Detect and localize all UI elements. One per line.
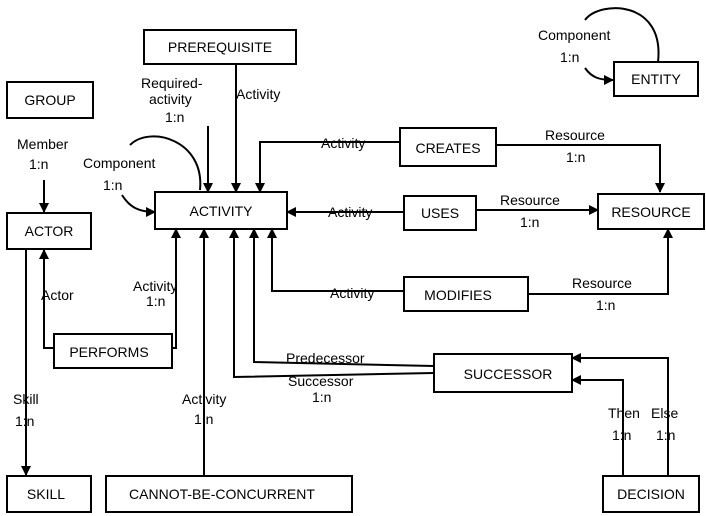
entity-decision-label: DECISION xyxy=(617,486,685,502)
entity-activity: ACTIVITY xyxy=(154,191,288,230)
label-prereq-required-card: 1:n xyxy=(165,109,184,125)
edge-activity-component-loop xyxy=(129,135,202,191)
label-group-member-card: 1:n xyxy=(29,156,48,172)
label-creates-resource: Resource xyxy=(545,127,605,143)
label-performs-actor: Actor xyxy=(41,287,74,303)
entity-performs-label: PERFORMS xyxy=(69,344,148,360)
label-cbc-activity: Activity xyxy=(182,391,226,407)
entity-performs: PERFORMS xyxy=(53,333,173,369)
entity-creates-label: CREATES xyxy=(415,140,480,156)
label-modifies-activity: Activity xyxy=(330,285,374,301)
label-actor-skill-card: 1:n xyxy=(15,413,34,429)
entity-entity: ENTITY xyxy=(613,61,699,97)
entity-entity-label: ENTITY xyxy=(631,71,681,87)
entity-modifies: MODIFIES xyxy=(403,276,529,312)
label-modifies-resource: Resource xyxy=(572,275,632,291)
entity-creates: CREATES xyxy=(399,127,497,167)
label-uses-activity: Activity xyxy=(328,204,372,220)
label-creates-activity: Activity xyxy=(321,135,365,151)
entity-resource: RESOURCE xyxy=(597,193,705,230)
entity-group-label: GROUP xyxy=(24,92,75,108)
label-performs-activity: Activity xyxy=(133,278,177,294)
entity-prerequisite-label: PREREQUISITE xyxy=(168,39,272,55)
label-uses-resource: Resource xyxy=(500,192,560,208)
entity-successor: SUCCESSOR xyxy=(433,353,573,393)
edge-decision-then xyxy=(571,375,624,475)
label-performs-activity-card: 1:n xyxy=(146,293,165,309)
entity-skill-label: SKILL xyxy=(27,486,65,502)
label-activity-component: Component xyxy=(83,155,155,171)
label-modifies-resource-card: 1:n xyxy=(596,297,615,313)
edge-performs-activity xyxy=(171,228,181,349)
entity-cannot-be-concurrent: CANNOT-BE-CONCURRENT xyxy=(105,475,353,513)
entity-actor-label: ACTOR xyxy=(25,223,74,239)
entity-actor: ACTOR xyxy=(6,212,92,250)
label-entity-component: Component xyxy=(538,27,610,43)
edge-decision-else xyxy=(571,353,669,475)
label-decision-else: Else xyxy=(651,405,678,421)
label-cbc-activity-card: 1:n xyxy=(194,411,213,427)
entity-skill: SKILL xyxy=(6,475,92,513)
entity-prerequisite: PREREQUISITE xyxy=(143,29,297,65)
edge-modifies-activity xyxy=(267,228,404,292)
entity-activity-label: ACTIVITY xyxy=(189,203,253,219)
entity-modifies-label: MODIFIES xyxy=(424,287,492,303)
label-successor-successor-card: 1:n xyxy=(312,389,331,405)
entity-uses: USES xyxy=(403,195,477,231)
label-decision-then-card: 1:n xyxy=(612,427,631,443)
label-successor-predecessor: Predecessor xyxy=(286,350,365,366)
edge-entity-component xyxy=(584,7,660,63)
edge-successor-successor xyxy=(229,228,435,379)
edge-modifies-resource xyxy=(528,228,673,295)
entity-resource-label: RESOURCE xyxy=(611,204,690,220)
label-prereq-activity: Activity xyxy=(236,86,280,102)
edge-performs-actor xyxy=(39,249,54,349)
label-successor-successor: Successor xyxy=(288,373,354,389)
label-actor-skill: Skill xyxy=(13,391,39,407)
label-decision-else-card: 1:n xyxy=(656,427,675,443)
entity-cannot-be-concurrent-label: CANNOT-BE-CONCURRENT xyxy=(129,486,315,502)
label-group-member: Member xyxy=(17,136,69,152)
entity-group: GROUP xyxy=(6,81,94,119)
label-entity-component-card: 1:n xyxy=(560,49,579,65)
label-decision-then: Then xyxy=(608,405,640,421)
edge-creates-activity xyxy=(255,141,400,193)
label-activity-component-card: 1:n xyxy=(103,177,122,193)
label-prereq-required: Required- xyxy=(141,75,203,91)
edge-creates-resource xyxy=(496,144,665,193)
entity-uses-label: USES xyxy=(421,205,459,221)
edge-activity-component-arrow xyxy=(121,194,156,217)
label-prereq-required2: activity xyxy=(149,91,192,107)
entity-decision: DECISION xyxy=(602,475,700,513)
edge-successor-predecessor xyxy=(249,228,435,367)
label-creates-resource-card: 1:n xyxy=(566,149,585,165)
edge-entity-component-arrow xyxy=(584,67,614,85)
label-uses-resource-card: 1:n xyxy=(520,214,539,230)
entity-successor-label: SUCCESSOR xyxy=(464,366,553,382)
